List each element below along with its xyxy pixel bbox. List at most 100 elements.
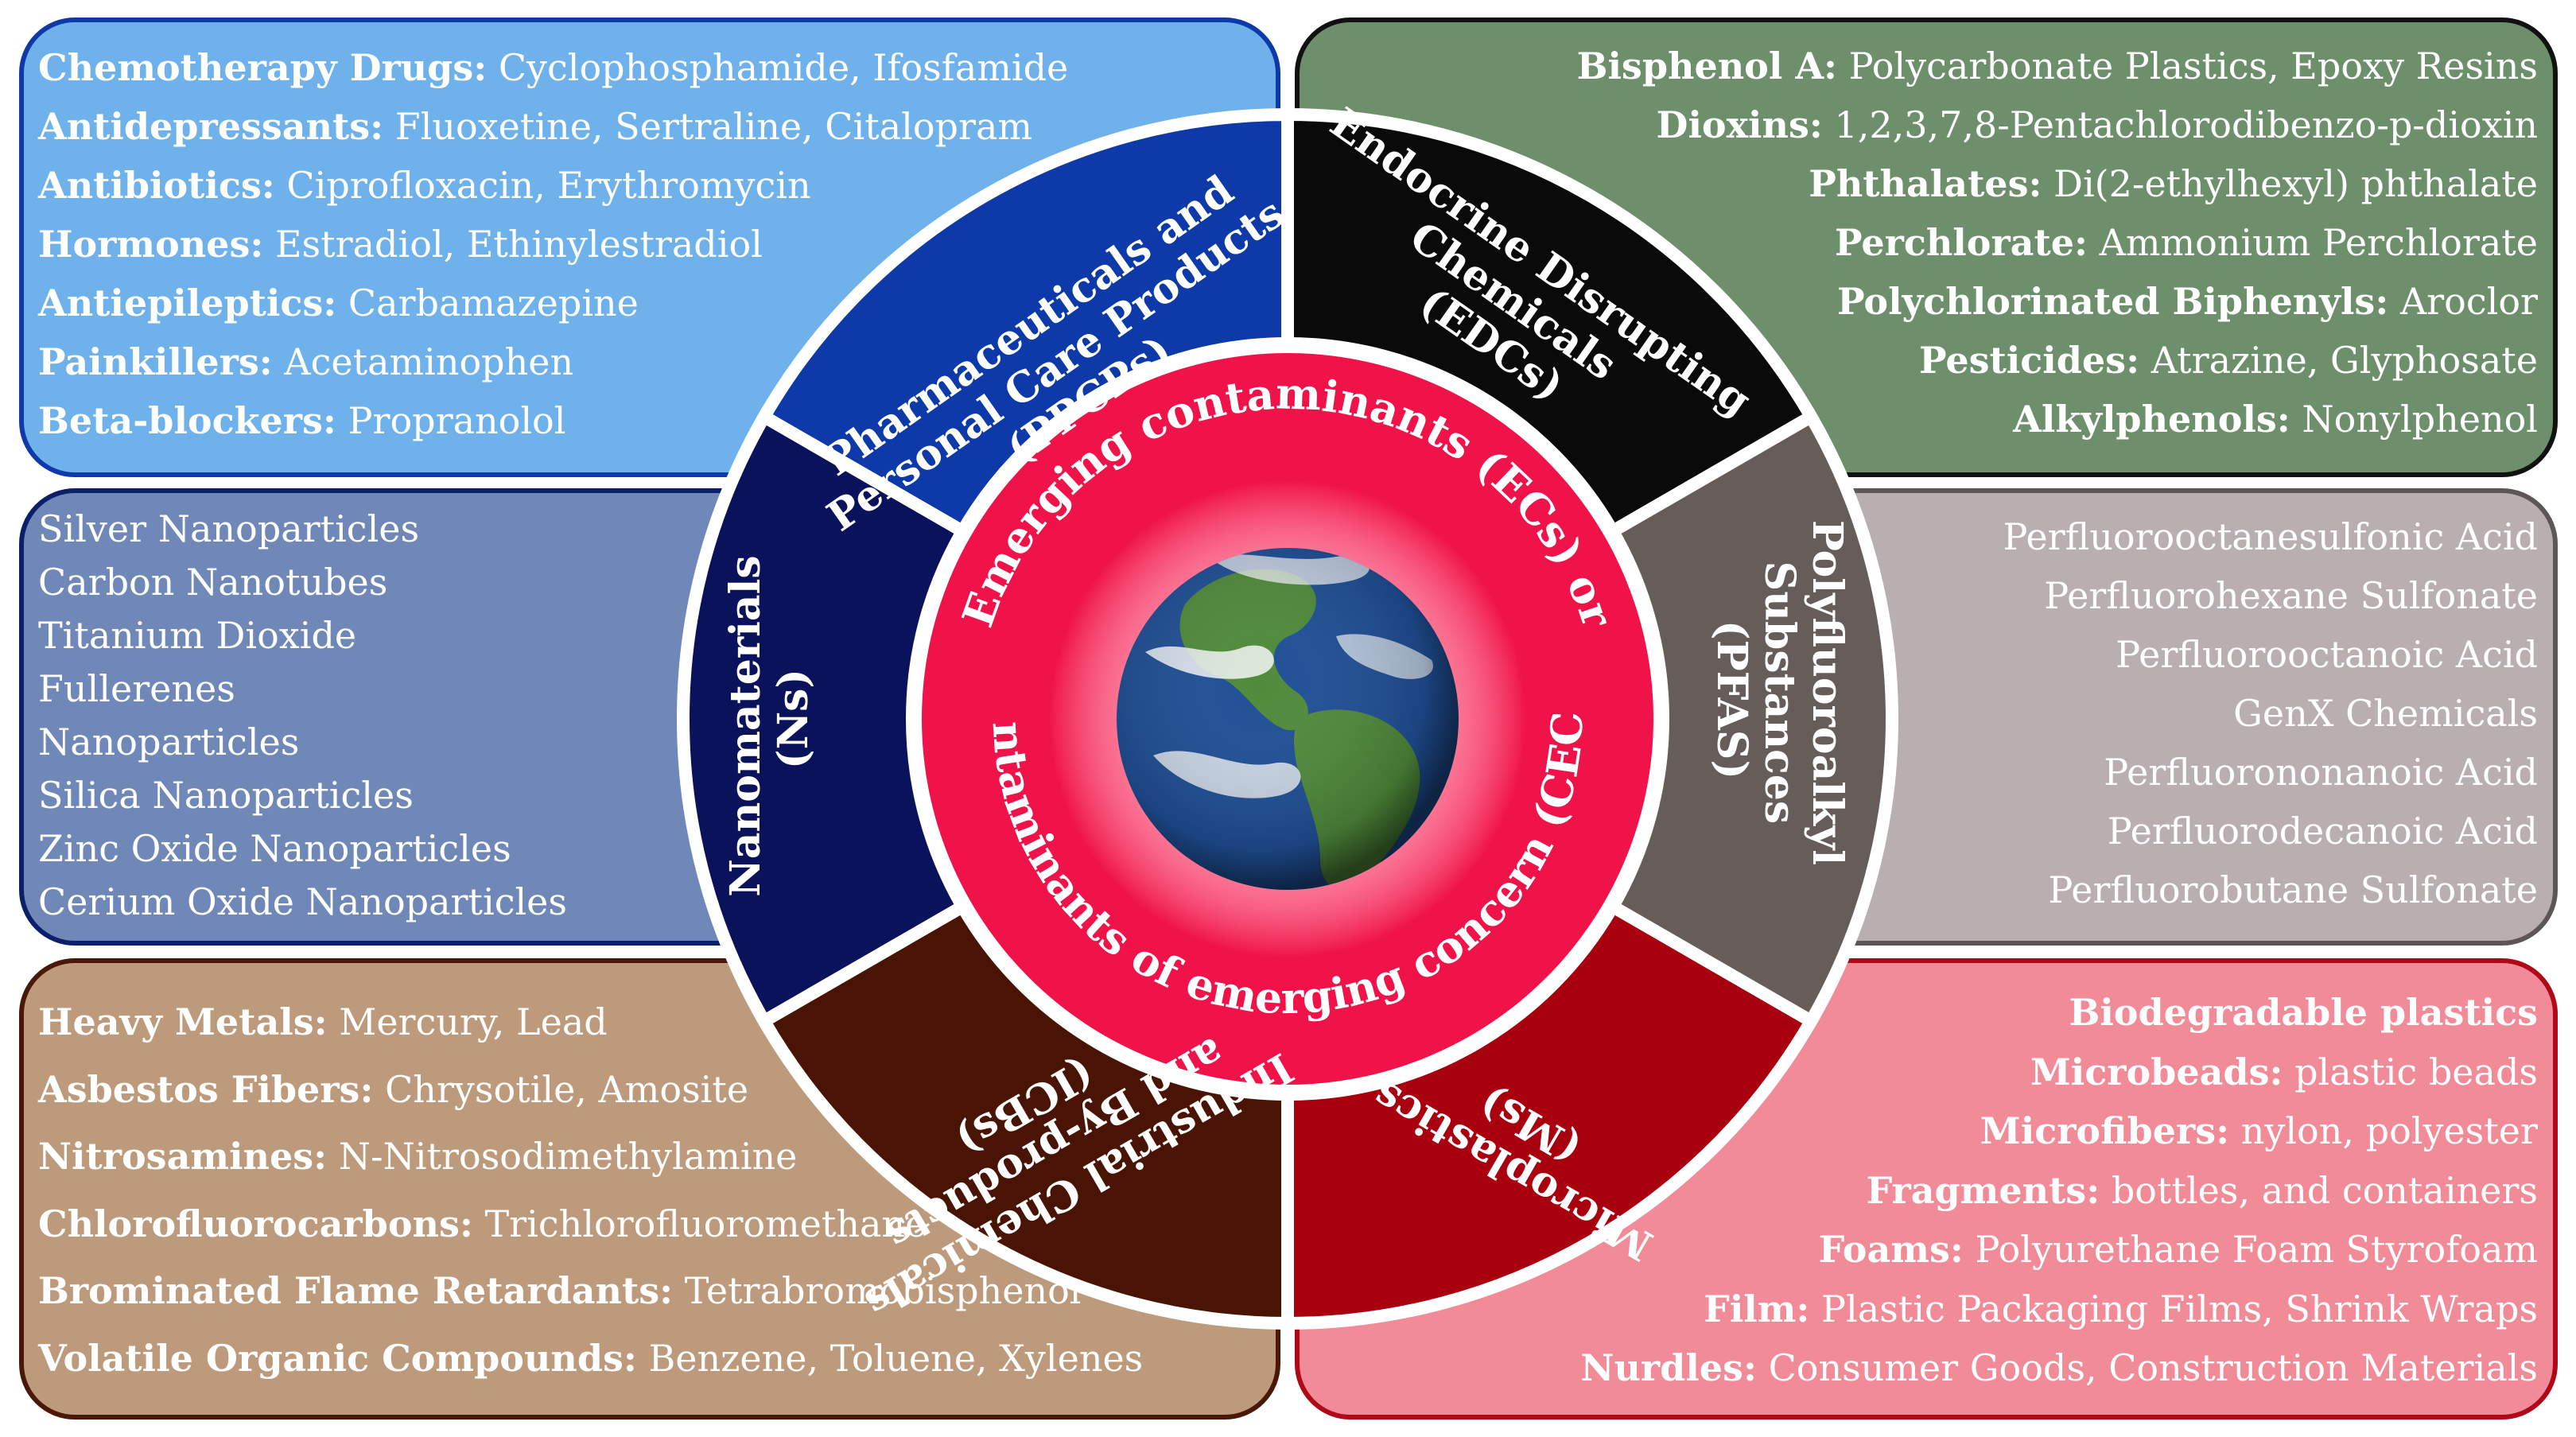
ppcps-example-row: Antibiotics: Ciprofloxacin, Erythromycin (38, 167, 1068, 226)
ppcps-example-row: Antiepileptics: Carbamazepine (38, 285, 1068, 344)
ppcps-items: Ciprofloxacin, Erythromycin (286, 164, 811, 207)
nanomaterials-example: Carbon Nanotubes (38, 561, 388, 604)
nanomaterials-example: Silver Nanoparticles (38, 507, 420, 550)
nanomaterials-label: Nanomaterials (Ns) (721, 541, 818, 897)
icbs-items: Mercury, Lead (339, 1000, 608, 1043)
microplastics-example-row: Microfibers: nylon, polyester (1580, 1113, 2538, 1172)
microplastics-examples-list: Biodegradable plastics Microbeads: plast… (1580, 994, 2538, 1409)
pfas-examples-list: Perfluorooctanesulfonic Acid Perfluorohe… (2003, 518, 2538, 930)
microplastics-items: Polyurethane Foam Styrofoam (1975, 1228, 2538, 1271)
nanomaterials-example: Silica Nanoparticles (38, 774, 414, 817)
microplastics-example-row: Film: Plastic Packaging Films, Shrink Wr… (1580, 1291, 2538, 1350)
icbs-category: Brominated Flame Retardants: (38, 1269, 674, 1312)
edcs-category: Bisphenol A: (1576, 45, 1837, 87)
microplastics-category: Microbeads: (2030, 1050, 2283, 1093)
pfas-example: Perfluorononanoic Acid (2104, 751, 2538, 794)
ppcps-category: Antidepressants: (38, 105, 384, 148)
icbs-category: Asbestos Fibers: (38, 1067, 374, 1111)
ppcps-category: Hormones: (38, 223, 264, 266)
ppcps-example-row: Antidepressants: Fluoxetine, Sertraline,… (38, 108, 1068, 167)
icbs-example-row: Chlorofluorocarbons: Trichlorofluorometh… (38, 1206, 1143, 1273)
edcs-example-row: Pesticides: Atrazine, Glyphosate (1577, 342, 2538, 401)
microplastics-category: Biodegradable plastics (2069, 991, 2538, 1034)
pfas-example: Perfluorooctanoic Acid (2116, 633, 2538, 676)
nanomaterials-label-line: (Ns) (769, 669, 818, 769)
edcs-items: Aroclor (2399, 280, 2538, 323)
edcs-items: 1,2,3,7,8-Pentachlorodibenzo-p-dioxin (1834, 103, 2538, 146)
edcs-category: Polychlorinated Biphenyls: (1837, 280, 2389, 323)
ppcps-examples-list: Chemotherapy Drugs: Cyclophosphamide, If… (38, 49, 1068, 461)
pfas-example: Perfluorodecanoic Acid (2107, 810, 2538, 852)
icbs-items: N-Nitrosodimethylamine (338, 1135, 798, 1178)
pfas-label-line: Substances (1755, 561, 1804, 825)
earth-globe-icon (1117, 548, 1459, 890)
microplastics-category: Nurdles: (1580, 1346, 1757, 1389)
edcs-example-row: Phthalates: Di(2-ethylhexyl) phthalate (1577, 165, 2538, 224)
edcs-example-row: Perchlorate: Ammonium Perchlorate (1577, 224, 2538, 283)
nanomaterials-example: Nanoparticles (38, 720, 300, 763)
edcs-examples-list: Bisphenol A: Polycarbonate Plastics, Epo… (1577, 48, 2538, 460)
edcs-category: Alkylphenols: (2013, 398, 2290, 441)
ppcps-category: Chemotherapy Drugs: (38, 46, 488, 89)
microplastics-example-row: Fragments: bottles, and containers (1580, 1172, 2538, 1232)
icbs-example-row: Asbestos Fibers: Chrysotile, Amosite (38, 1071, 1143, 1139)
nanomaterials-examples-list: Silver Nanoparticles Carbon Nanotubes Ti… (38, 511, 567, 937)
icbs-items: Tetrabromobisphenol (684, 1269, 1082, 1312)
edcs-items: Ammonium Perchlorate (2099, 221, 2538, 264)
edcs-category: Dioxins: (1656, 103, 1823, 146)
edcs-category: Phthalates: (1809, 162, 2042, 205)
microplastics-category: Microfibers: (1980, 1109, 2230, 1152)
pfas-label-line: Polyfluoroalkyl (1803, 520, 1851, 865)
microplastics-category: Fragments: (1866, 1168, 2100, 1212)
edcs-items: Di(2-ethylhexyl) phthalate (2053, 162, 2538, 205)
ppcps-category: Beta-blockers: (38, 399, 336, 442)
ppcps-example-row: Painkillers: Acetaminophen (38, 344, 1068, 402)
ppcps-category: Antiepileptics: (38, 282, 337, 324)
microplastics-items: plastic beads (2294, 1050, 2538, 1093)
edcs-items: Nonylphenol (2302, 398, 2538, 441)
pfas-label: Polyfluoroalkyl Substances (PFAS) (1708, 520, 1851, 880)
microplastics-items: bottles, and containers (2111, 1168, 2538, 1212)
nanomaterials-example: Zinc Oxide Nanoparticles (38, 827, 511, 870)
edcs-example-row: Bisphenol A: Polycarbonate Plastics, Epo… (1577, 48, 2538, 107)
nanomaterials-label-line: Nanomaterials (721, 555, 770, 896)
category-ring (677, 107, 1898, 1330)
microplastics-category: Film: (1704, 1287, 1810, 1330)
microplastics-items: Consumer Goods, Construction Materials (1768, 1346, 2538, 1389)
icbs-category: Heavy Metals: (38, 1000, 328, 1043)
ppcps-category: Painkillers: (38, 340, 273, 383)
ppcps-items: Acetaminophen (284, 340, 574, 383)
edcs-example-row: Polychlorinated Biphenyls: Aroclor (1577, 283, 2538, 342)
microplastics-items: Plastic Packaging Films, Shrink Wraps (1821, 1287, 2538, 1330)
icbs-example-row: Nitrosamines: N-Nitrosodimethylamine (38, 1138, 1143, 1206)
icbs-examples-list: Heavy Metals: Mercury, Lead Asbestos Fib… (38, 1004, 1143, 1407)
icbs-example-row: Heavy Metals: Mercury, Lead (38, 1004, 1143, 1071)
ppcps-items: Estradiol, Ethinylestradiol (274, 223, 763, 266)
icbs-example-row: Volatile Organic Compounds: Benzene, Tol… (38, 1340, 1143, 1408)
microplastics-category: Foams: (1818, 1228, 1964, 1271)
pfas-example: GenX Chemicals (2233, 692, 2538, 735)
pfas-example: Perfluorooctanesulfonic Acid (2003, 515, 2538, 558)
edcs-category: Perchlorate: (1834, 221, 2088, 264)
edcs-example-row: Dioxins: 1,2,3,7,8-Pentachlorodibenzo-p-… (1577, 107, 2538, 165)
icbs-category: Nitrosamines: (38, 1135, 328, 1178)
icbs-category: Chlorofluorocarbons: (38, 1202, 473, 1245)
edcs-example-row: Alkylphenols: Nonylphenol (1577, 401, 2538, 460)
ppcps-items: Propranolol (348, 399, 566, 442)
microplastics-example-row: Foams: Polyurethane Foam Styrofoam (1580, 1231, 2538, 1291)
ppcps-example-row: Beta-blockers: Propranolol (38, 402, 1068, 461)
nanomaterials-example: Fullerenes (38, 667, 235, 710)
ppcps-category: Antibiotics: (38, 164, 275, 207)
ppcps-example-row: Chemotherapy Drugs: Cyclophosphamide, If… (38, 49, 1068, 108)
ppcps-items: Fluoxetine, Sertraline, Citalopram (394, 105, 1032, 148)
nanomaterials-example: Titanium Dioxide (38, 614, 357, 657)
edcs-category: Pesticides: (1919, 339, 2140, 382)
icbs-category: Volatile Organic Compounds: (38, 1336, 637, 1380)
edcs-items: Polycarbonate Plastics, Epoxy Resins (1848, 45, 2538, 87)
pfas-example: Perfluorobutane Sulfonate (2048, 868, 2538, 911)
icbs-items: Chrysotile, Amosite (385, 1067, 749, 1111)
ppcps-items: Cyclophosphamide, Ifosfamide (498, 46, 1069, 89)
pfas-example: Perfluorohexane Sulfonate (2044, 574, 2538, 617)
pfas-label-line: (PFAS) (1708, 620, 1756, 779)
